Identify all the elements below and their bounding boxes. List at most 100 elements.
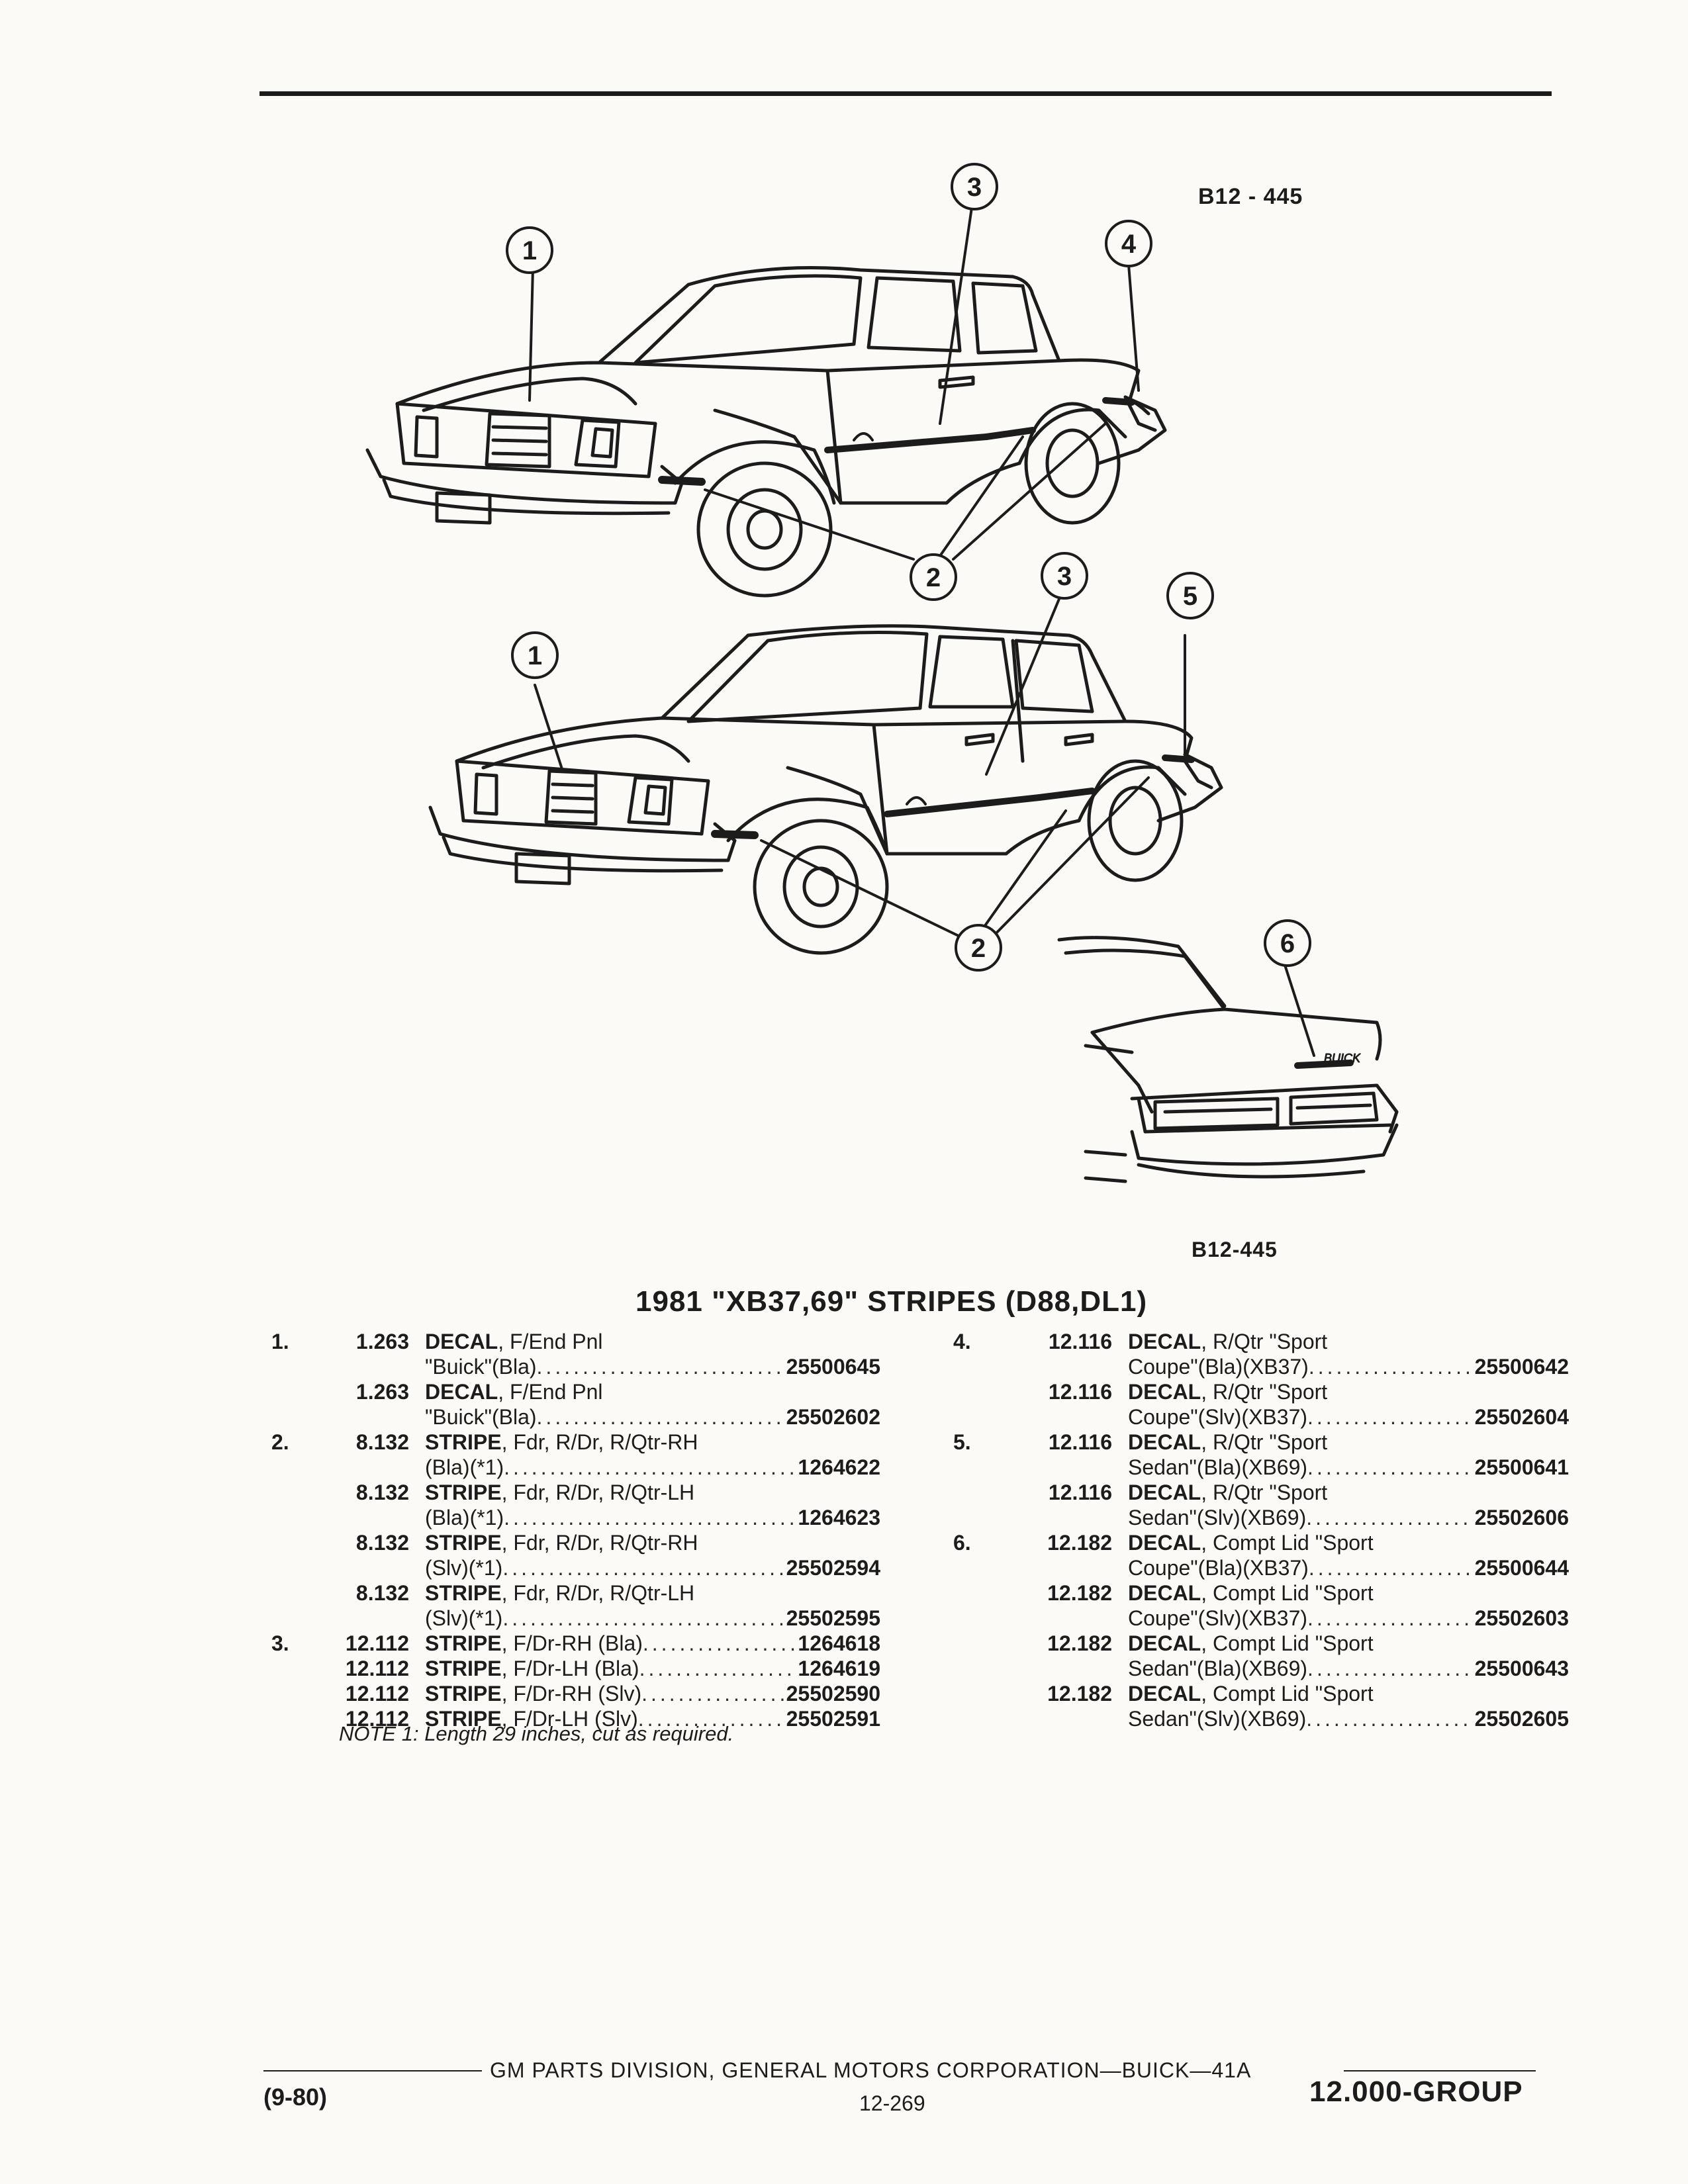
callout-6-label: 6 xyxy=(1280,929,1295,958)
part-name: STRIPE xyxy=(425,1581,502,1605)
parts-entry: 8.132 STRIPE, Fdr, R/Dr, R/Qtr-RH(Slv)(*1… xyxy=(271,1530,880,1580)
footer-date: (9-80) xyxy=(263,2083,328,2111)
part-number: 1264623 xyxy=(798,1506,880,1529)
part-spec: , F/End Pnl xyxy=(498,1330,603,1353)
leader-dots: ........................................… xyxy=(504,1455,797,1479)
section-number: 1.263 xyxy=(355,1380,409,1404)
leader-dots: ........................................… xyxy=(641,1682,785,1706)
part-detail: (Slv)(*1) ..............................… xyxy=(425,1606,880,1631)
footer-page-number: 12-269 xyxy=(859,2091,925,2115)
part-number: 25502594 xyxy=(786,1556,880,1580)
part-description: STRIPE, F/Dr-LH (Slv) ..................… xyxy=(425,1706,880,1731)
part-spec: , F/Dr-LH (Bla) xyxy=(501,1657,639,1680)
part-number: 25500641 xyxy=(1474,1455,1569,1479)
part-number: 25502605 xyxy=(1474,1707,1569,1731)
part-name: DECAL xyxy=(1128,1380,1201,1404)
part-description: DECAL, F/End Pnl xyxy=(425,1329,603,1354)
section-number: 8.132 xyxy=(355,1531,409,1555)
callout-index: 6. xyxy=(953,1531,971,1555)
part-variant: (Bla)(*1) xyxy=(425,1506,504,1529)
part-label: STRIPE, F/Dr-LH (Slv) xyxy=(425,1706,638,1731)
leader-dots: ........................................… xyxy=(1306,1506,1474,1529)
section-number: 12.112 xyxy=(345,1631,409,1655)
part-description: STRIPE, Fdr, R/Dr, R/Qtr-RH xyxy=(425,1530,698,1555)
parts-entry-line-2: Sedan"(Slv)(XB69) ......................… xyxy=(953,1706,1569,1731)
part-number: 25502604 xyxy=(1474,1405,1569,1429)
part-spec: , Compt Lid "Sport xyxy=(1201,1631,1374,1655)
part-label: STRIPE, F/Dr-RH (Bla) xyxy=(425,1631,643,1656)
leader-dots: ........................................… xyxy=(1308,1355,1474,1379)
figure-code-bottom: B12-445 xyxy=(1192,1238,1278,1261)
part-spec: , Compt Lid "Sport xyxy=(1201,1682,1374,1706)
section-number: 1.263 xyxy=(355,1330,409,1353)
parts-entry-line-2: (Slv)(*1) ..............................… xyxy=(271,1555,880,1580)
section-title: 1981 "XB37,69" STRIPES (D88,DL1) xyxy=(635,1285,1148,1318)
footer-group: 12.000-GROUP xyxy=(1309,2075,1523,2108)
callout-5-label: 5 xyxy=(1183,582,1197,611)
part-name: DECAL xyxy=(425,1380,498,1404)
callout-index: 1. xyxy=(271,1330,289,1353)
parts-entry-line-2: Coupe"(Bla)(XB37) ......................… xyxy=(953,1555,1569,1580)
part-spec: , R/Qtr "Sport xyxy=(1201,1380,1328,1404)
car-sedan-drawing xyxy=(428,624,1223,955)
part-description: DECAL, R/Qtr "Sport xyxy=(1128,1430,1327,1455)
part-detail: Coupe"(Slv)(XB37) ......................… xyxy=(1128,1606,1569,1631)
section-number: 12.182 xyxy=(1047,1682,1112,1706)
leader-dots: ........................................… xyxy=(1308,1556,1474,1580)
parts-entry-line-1: 12.182 DECAL, Compt Lid "Sport xyxy=(953,1631,1569,1656)
part-description: STRIPE, Fdr, R/Dr, R/Qtr-RH xyxy=(425,1430,698,1455)
callout-3-middle xyxy=(1041,552,1088,600)
section-number: 12.112 xyxy=(345,1707,409,1731)
callout-4 xyxy=(1105,220,1152,267)
part-name: DECAL xyxy=(1128,1631,1201,1655)
part-description: DECAL, Compt Lid "Sport xyxy=(1128,1580,1374,1606)
part-detail: (Slv)(*1) ..............................… xyxy=(425,1555,880,1580)
parts-entry-line-1: 8.132 STRIPE, Fdr, R/Dr, R/Qtr-LH xyxy=(271,1580,880,1606)
part-detail: (Bla)(*1) ..............................… xyxy=(425,1455,880,1480)
section-number: 8.132 xyxy=(355,1430,409,1454)
part-detail: Sedan"(Slv)(XB69) ......................… xyxy=(1128,1505,1569,1530)
part-variant: Sedan"(Bla)(XB69) xyxy=(1128,1657,1308,1680)
part-number: 25500642 xyxy=(1474,1355,1569,1379)
leader-dots: ........................................… xyxy=(1307,1657,1474,1680)
part-description: DECAL, Compt Lid "Sport xyxy=(1128,1631,1374,1656)
part-spec: , Fdr, R/Dr, R/Qtr-LH xyxy=(501,1581,695,1605)
figure-code-top: B12 - 445 xyxy=(1198,184,1303,209)
part-number: 25502591 xyxy=(786,1707,880,1731)
leader-dots: ........................................… xyxy=(1307,1455,1474,1479)
part-spec: , Compt Lid "Sport xyxy=(1201,1531,1374,1555)
part-description: STRIPE, F/Dr-RH (Bla) ..................… xyxy=(425,1631,880,1656)
part-description: DECAL, R/Qtr "Sport xyxy=(1128,1329,1327,1354)
part-variant: "Buick"(Bla) xyxy=(425,1355,537,1379)
part-variant: (Bla)(*1) xyxy=(425,1455,504,1479)
part-detail: Sedan"(Bla)(XB69) ......................… xyxy=(1128,1656,1569,1681)
part-spec: , Fdr, R/Dr, R/Qtr-RH xyxy=(501,1531,698,1555)
parts-entry-line-2: Coupe"(Slv)(XB37) ......................… xyxy=(953,1404,1569,1430)
part-variant: Sedan"(Slv)(XB69) xyxy=(1128,1707,1307,1731)
part-variant: Sedan"(Slv)(XB69) xyxy=(1128,1506,1307,1529)
section-number: 8.132 xyxy=(355,1581,409,1605)
stripes-illustration: BUICK 1 3 4 2 1 3 5 xyxy=(365,163,1399,1183)
section-number: 12.182 xyxy=(1047,1581,1112,1605)
callout-markers xyxy=(506,163,1311,972)
section-number: 12.182 xyxy=(1047,1631,1112,1655)
part-name: DECAL xyxy=(1128,1480,1201,1504)
parts-entry-line-2: Coupe"(Slv)(XB37) ......................… xyxy=(953,1606,1569,1631)
parts-entry-line-2: Sedan"(Bla)(XB69) ......................… xyxy=(953,1656,1569,1681)
part-detail: (Bla)(*1) ..............................… xyxy=(425,1505,880,1530)
callout-6 xyxy=(1264,919,1311,967)
part-description: DECAL, Compt Lid "Sport xyxy=(1128,1530,1374,1555)
parts-entry-line-2: Coupe"(Bla)(XB37) ......................… xyxy=(953,1354,1569,1379)
leader-dots: ........................................… xyxy=(1307,1606,1474,1630)
callout-3-top xyxy=(951,163,998,210)
